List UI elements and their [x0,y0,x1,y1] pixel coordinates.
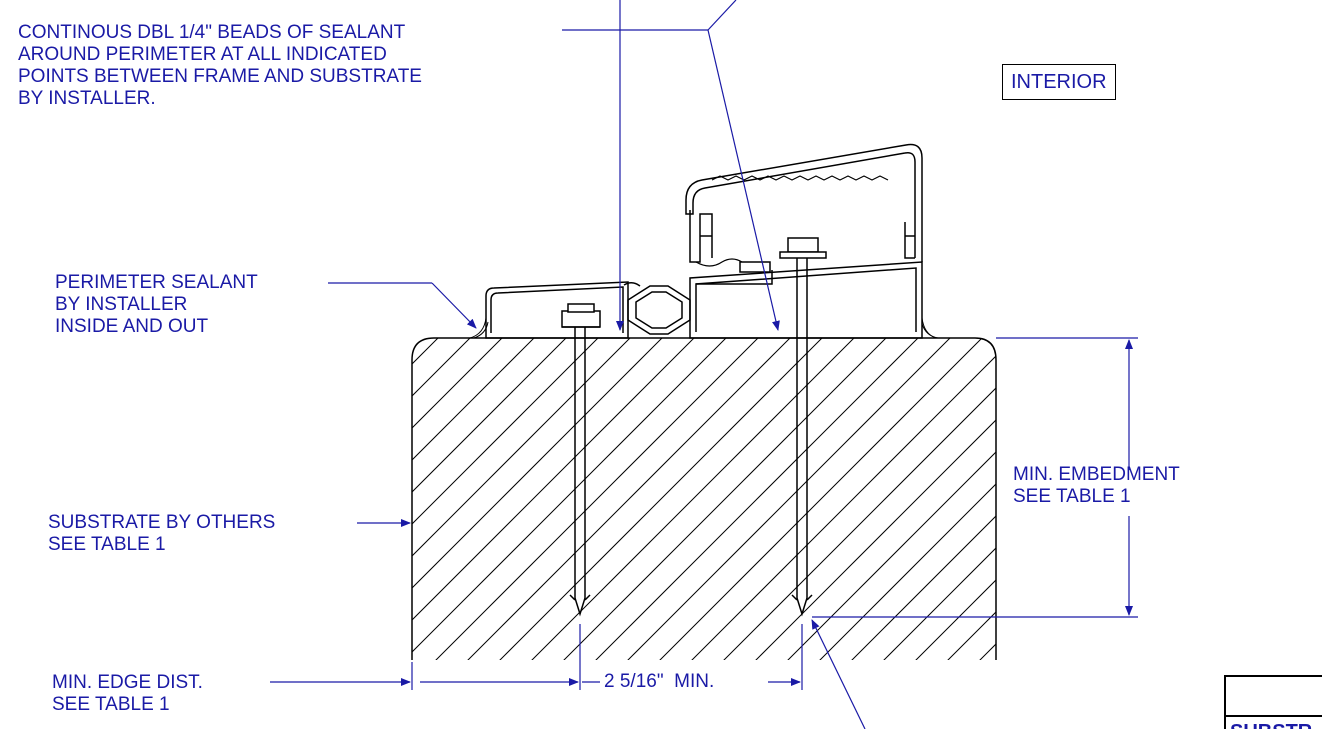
hatch-line [412,338,637,660]
min-embedment-line-1: MIN. EMBEDMENT [1013,464,1180,485]
hatch-line [412,338,413,660]
sealant-fillets [469,317,939,339]
hatch-line [412,338,445,660]
table-fragment-label: SUBSTR [1230,721,1313,729]
perimeter-sealant-line-1: PERIMETER SEALANT [55,272,258,293]
substrate [0,300,1322,700]
hatch-line [412,338,797,660]
sealant-beads-line-1: CONTINOUS DBL 1/4" BEADS OF SEALANT [18,22,406,43]
hatch-line [747,338,996,660]
interior-label: INTERIOR [1002,64,1116,100]
sealant-beads-note: CONTINOUS DBL 1/4" BEADS OF SEALANT AROU… [18,22,422,110]
rail-cover [685,143,923,273]
hatch-line [523,338,925,660]
hatch-line [651,338,996,660]
perimeter-sealant-line-2: BY INSTALLER [55,294,188,315]
hatch-line [412,338,701,660]
sill-frame-left [485,281,641,339]
min-edge-dist-note: MIN. EDGE DIST. SEE TABLE 1 [52,672,203,716]
hatch-line [412,338,669,660]
hatch-line [412,338,573,660]
hatch-line [587,338,989,660]
anchor-right [791,258,813,617]
hatch-line [683,338,996,660]
fastener-head-right [779,237,827,259]
min-embedment-note: MIN. EMBEDMENT SEE TABLE 1 [1013,464,1180,508]
hatch-line [412,338,733,660]
hatch-line [459,338,861,660]
min-edge-dist-line-2: SEE TABLE 1 [52,694,170,715]
min-edge-dist-line-1: MIN. EDGE DIST. [52,672,203,693]
substrate-line-2: SEE TABLE 1 [48,534,166,555]
hatch-line [715,338,996,660]
hatch-line [619,338,996,660]
hatch-line [875,338,996,660]
hatch-line [412,338,765,660]
spacing-dimension: 2 5/16" MIN. [604,671,715,692]
hatch-line [427,338,829,660]
hatch-line [1196,300,1322,700]
hatch-line [843,338,996,660]
fastener-head-left [561,303,601,328]
substrate-hatch [0,300,1322,700]
thermal-break [627,285,691,335]
perimeter-sealant-note: PERIMETER SEALANT BY INSTALLER INSIDE AN… [55,272,258,338]
hatch-line [779,338,996,660]
hatch-line [412,338,605,660]
sealant-beads-line-4: BY INSTALLER. [18,88,156,109]
hatch-line [811,338,996,660]
min-embedment-line-2: SEE TABLE 1 [1013,486,1131,507]
sealant-beads-line-3: POINTS BETWEEN FRAME AND SUBSTRATE [18,66,422,87]
substrate-line-1: SUBSTRATE BY OTHERS [48,512,276,533]
sill-frame-right [689,261,923,339]
hatch-line [1164,300,1322,700]
perimeter-sealant-line-3: INSIDE AND OUT [55,316,209,337]
hatch-line [412,338,477,660]
anchor-left [569,327,591,617]
hatch-line [412,338,541,660]
table-fragment [1224,675,1322,729]
hatch-line [1260,300,1322,700]
hatch-line [1228,300,1322,700]
hatch-line [555,338,957,660]
hatch-line [412,338,509,660]
hatch-line [491,338,893,660]
hatch-line [0,300,380,700]
substrate-note: SUBSTRATE BY OTHERS SEE TABLE 1 [48,512,275,556]
hatch-line [1292,300,1322,700]
sealant-beads-line-2: AROUND PERIMETER AT ALL INDICATED [18,44,387,65]
hatch-line [907,338,996,660]
leaders [270,0,1138,729]
